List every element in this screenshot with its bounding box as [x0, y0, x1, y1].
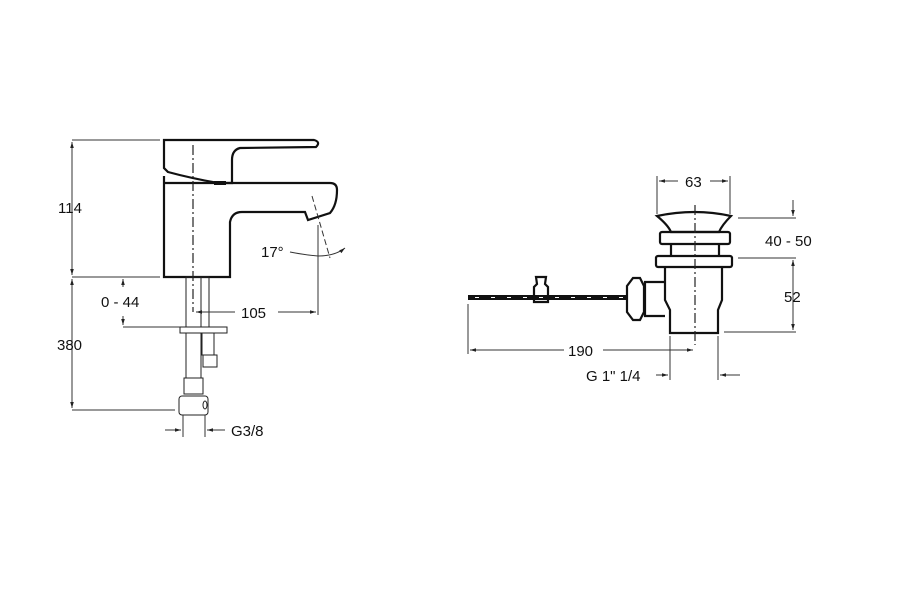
faucet-dimension-lines [70, 139, 346, 437]
handle-marker [214, 181, 226, 185]
body-flange [654, 254, 734, 269]
dim-spout-angle: 17° [261, 244, 284, 261]
supply-pipes [178, 276, 228, 416]
dim-deck-thickness: 0 - 44 [101, 294, 139, 311]
waste-body [663, 267, 724, 335]
dim-diameter: 63 [685, 174, 702, 191]
faucet-drawing: 114 380 0 - 44 105 17° G3/8 [57, 138, 346, 440]
side-outlet [643, 280, 665, 318]
dim-plug-lift: 40 - 50 [765, 233, 812, 250]
dim-body-height: 114 [58, 200, 82, 217]
plug-cap [654, 210, 734, 234]
dim-spout-reach: 105 [241, 305, 266, 322]
dim-total-height: 380 [57, 337, 82, 354]
waste-dimension-lines [467, 176, 796, 380]
rod-nut [625, 276, 646, 322]
waste-drawing: 63 40 - 50 52 190 G 1" 1/4 [467, 174, 812, 385]
dim-rod-length: 190 [568, 343, 593, 360]
rod-clamp [532, 275, 550, 304]
dim-connection-thread: G3/8 [231, 423, 264, 440]
faucet-handle [162, 138, 320, 185]
faucet-body [162, 176, 339, 279]
dim-thread: G 1" 1/4 [586, 368, 641, 385]
dim-body-height: 52 [784, 289, 801, 306]
